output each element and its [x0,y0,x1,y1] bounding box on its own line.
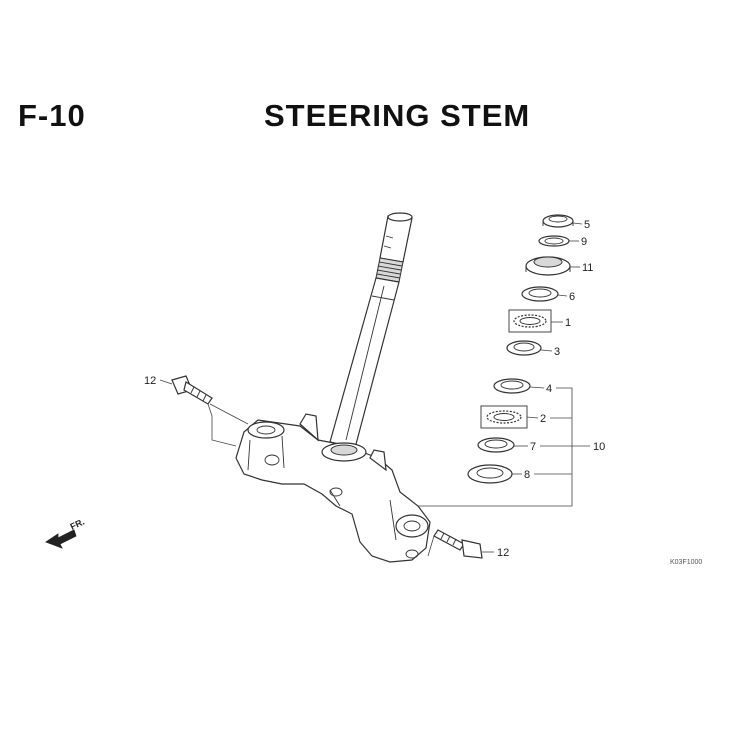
callout-labels: 5 9 11 6 1 3 4 2 7 8 10 12 12 [144,219,605,559]
callout-12-lower: 12 [497,547,509,559]
callout-1: 1 [565,317,571,329]
callout-11: 11 [582,262,593,274]
callout-12-upper: 12 [144,375,156,387]
callout-5: 5 [584,219,590,231]
callout-9: 9 [581,236,587,248]
callout-7: 7 [530,441,536,453]
upper-parts-stack [506,214,574,356]
leader-lines [159,222,590,557]
figure-reference-code: K03F1000 [670,559,702,566]
bottom-bridge [235,413,431,563]
callout-6: 6 [569,291,575,303]
diagram-title: STEERING STEM [264,98,531,133]
callout-2: 2 [540,413,546,425]
lower-parts-stack [467,378,531,484]
bolt-lower-right [433,529,483,559]
callout-4: 4 [546,383,552,395]
steering-stem-shaft [329,212,413,449]
callout-3: 3 [554,346,560,358]
callout-8: 8 [524,469,530,481]
bolt-upper-left [171,375,213,405]
section-code: F-10 [18,98,86,133]
front-direction-arrow: FR. [45,517,86,549]
callout-10: 10 [593,441,605,453]
front-label: FR. [69,517,86,532]
